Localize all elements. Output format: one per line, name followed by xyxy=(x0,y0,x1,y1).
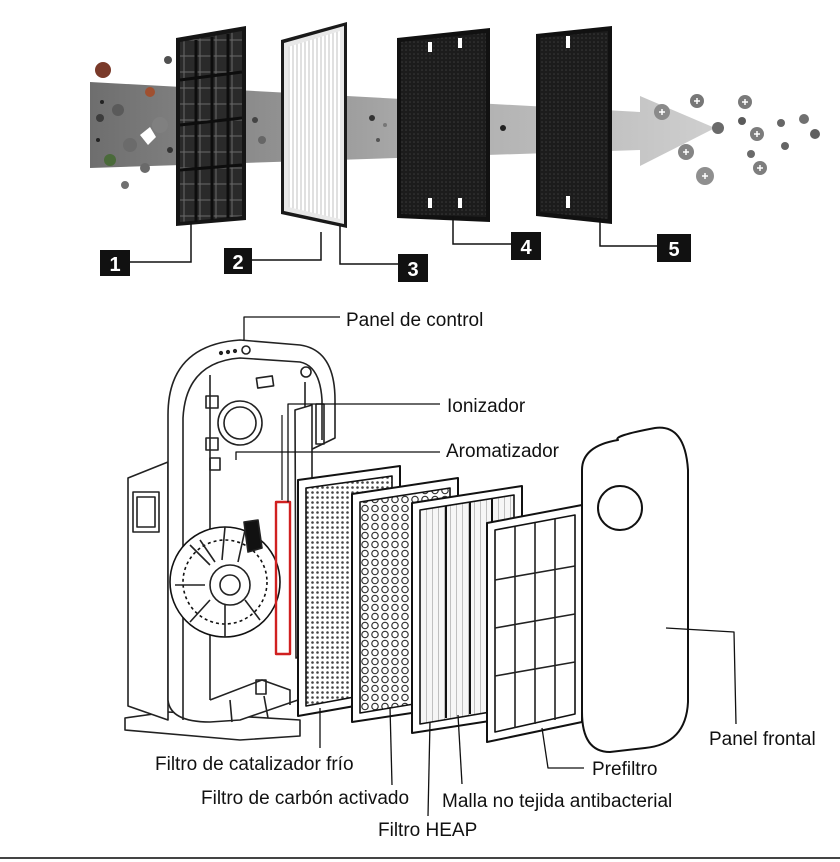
mid-particles xyxy=(252,115,506,144)
fan-wheel xyxy=(169,519,281,638)
stage4-carbon-panel xyxy=(397,28,490,222)
label-heap: Filtro HEAP xyxy=(378,820,477,841)
filtration-stages-illustration: 1 2 3 4 5 xyxy=(90,22,820,282)
leader-lines xyxy=(235,316,737,817)
svg-text:2: 2 xyxy=(232,252,243,274)
polluted-particles xyxy=(95,56,173,189)
svg-text:5: 5 xyxy=(668,239,679,261)
label-prefilter: Prefiltro xyxy=(592,759,657,780)
prefilter-grid xyxy=(486,504,583,743)
stage-callouts xyxy=(129,216,657,265)
front-panel xyxy=(581,426,689,753)
stage-4-badge: 4 xyxy=(511,232,541,260)
label-antibacterial-mesh: Malla no tejida antibacterial xyxy=(442,791,672,812)
stage2-hepa-panel xyxy=(281,22,347,228)
stage5-catalyst-panel xyxy=(536,26,612,224)
ionizer-highlight xyxy=(274,500,292,656)
exploded-purifier-illustration xyxy=(124,316,737,817)
label-control-panel: Panel de control xyxy=(346,310,483,331)
label-cold-catalyst: Filtro de catalizador frío xyxy=(155,754,354,775)
stage1-prefilter-panel xyxy=(176,26,246,226)
control-panel-buttons xyxy=(218,345,251,356)
label-activated-carbon: Filtro de carbón activado xyxy=(201,788,409,809)
label-aromatizer: Aromatizador xyxy=(446,441,560,462)
label-ionizer: Ionizador xyxy=(447,396,526,417)
svg-text:3: 3 xyxy=(407,259,418,281)
label-front-panel: Panel frontal xyxy=(709,729,816,750)
svg-text:4: 4 xyxy=(520,237,532,259)
stage-2-badge: 2 xyxy=(224,248,252,274)
stage-1-badge: 1 xyxy=(100,250,130,276)
stage-3-badge: 3 xyxy=(398,254,428,282)
stage-5-badge: 5 xyxy=(657,234,691,262)
svg-text:1: 1 xyxy=(109,254,120,276)
clean-air-ions xyxy=(654,94,820,185)
